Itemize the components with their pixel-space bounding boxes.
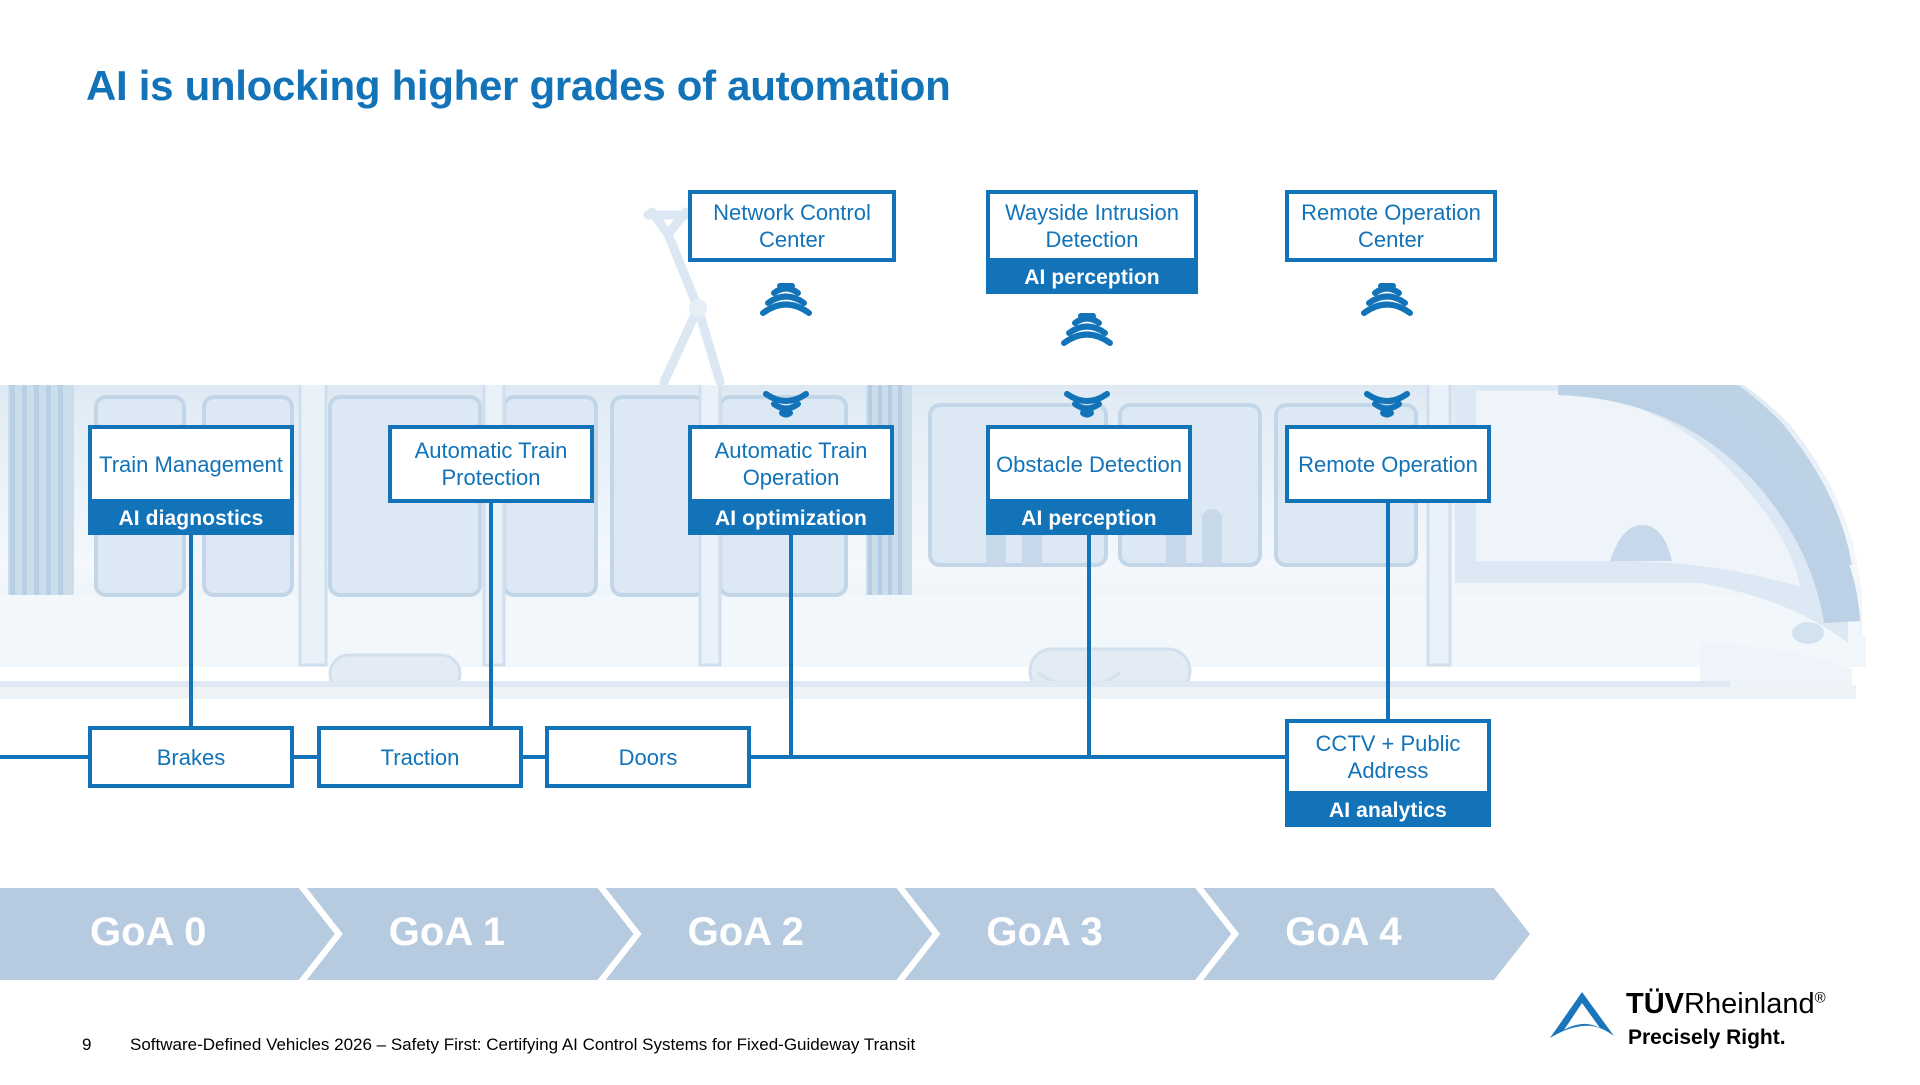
logo-tagline: Precisely Right. (1628, 1026, 1786, 1049)
registered-mark-icon: ® (1814, 989, 1826, 1007)
goa-label-2: GoA 2 (687, 910, 804, 954)
tuv-rheinland-logo: TÜVRheinland® Precisely Right. (1548, 988, 1878, 1063)
goa-chevron-1[interactable] (306, 888, 634, 980)
ai-badge-automatic-train-operation: AI optimization (688, 503, 894, 535)
node-label-wayside-intrusion-detection: Wayside Intrusion Detection (986, 190, 1198, 262)
node-label-cctv-public-address: CCTV + Public Address (1285, 719, 1491, 795)
node-remote-operation-center[interactable]: Remote Operation Center (1285, 190, 1497, 262)
node-label-automatic-train-operation: Automatic Train Operation (688, 425, 894, 503)
tuv-triangle-icon (1548, 990, 1616, 1045)
logo-wordmark: TÜVRheinland® (1626, 988, 1826, 1021)
node-network-control-center[interactable]: Network Control Center (688, 190, 896, 262)
node-traction[interactable]: Traction (317, 726, 523, 788)
antenna-signal-icon (758, 281, 814, 328)
page-title: AI is unlocking higher grades of automat… (86, 62, 951, 109)
ai-badge-obstacle-detection: AI perception (986, 503, 1192, 535)
node-label-remote-operation: Remote Operation (1285, 425, 1491, 503)
node-label-brakes: Brakes (88, 726, 294, 788)
ai-badge-wayside-intrusion-detection: AI perception (986, 262, 1198, 294)
node-label-train-management: Train Management (88, 425, 294, 503)
goa-chevron-4[interactable] (1203, 888, 1530, 980)
logo-brand-bold: TÜV (1626, 988, 1684, 1020)
goa-chevron-2[interactable] (605, 888, 933, 980)
antenna-signal-icon (1359, 281, 1415, 328)
wifi-signal-icon (1059, 378, 1115, 423)
ai-badge-train-management: AI diagnostics (88, 503, 294, 535)
goa-chevron-0[interactable] (0, 888, 335, 980)
node-label-doors: Doors (545, 726, 751, 788)
logo-brand-thin: Rheinland (1684, 988, 1815, 1020)
goa-label-3: GoA 3 (986, 910, 1103, 954)
goa-progression-bar: GoA 0 GoA 1 GoA 2 GoA 3 GoA 4 (0, 888, 1530, 980)
node-automatic-train-protection[interactable]: Automatic Train Protection (388, 425, 594, 503)
goa-chevron-3[interactable] (904, 888, 1232, 980)
wifi-signal-icon (1359, 378, 1415, 423)
antenna-signal-icon (1059, 311, 1115, 358)
node-label-automatic-train-protection: Automatic Train Protection (388, 425, 594, 503)
wifi-signal-icon (758, 378, 814, 423)
node-label-remote-operation-center: Remote Operation Center (1285, 190, 1497, 262)
goa-label-0: GoA 0 (90, 910, 207, 954)
node-label-traction: Traction (317, 726, 523, 788)
footer-note: Software-Defined Vehicles 2026 – Safety … (130, 1035, 916, 1054)
node-doors[interactable]: Doors (545, 726, 751, 788)
node-remote-operation[interactable]: Remote Operation (1285, 425, 1491, 503)
node-label-network-control-center: Network Control Center (688, 190, 896, 262)
node-brakes[interactable]: Brakes (88, 726, 294, 788)
node-label-obstacle-detection: Obstacle Detection (986, 425, 1192, 503)
pantograph-illustration (628, 190, 768, 390)
goa-label-4: GoA 4 (1285, 910, 1402, 954)
ai-badge-cctv-public-address: AI analytics (1285, 795, 1491, 827)
page-number: 9 (82, 1035, 92, 1054)
goa-label-1: GoA 1 (388, 910, 506, 954)
